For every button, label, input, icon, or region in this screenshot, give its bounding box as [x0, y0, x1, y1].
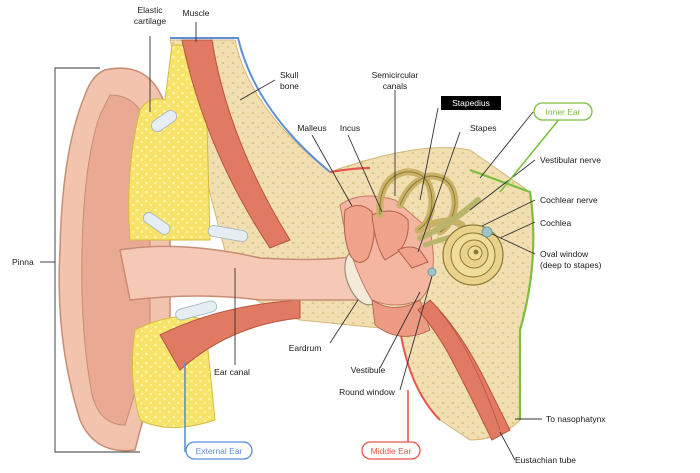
label-elastic-cartilage-2: cartilage	[134, 16, 166, 26]
eustachian-tube-shape	[417, 299, 511, 441]
label-elastic-cartilage-1: Elastic	[137, 5, 163, 15]
label-vestibule: Vestibule	[351, 365, 386, 375]
label-ear-canal: Ear canal	[214, 367, 250, 377]
label-to-nasopharynx: To nasophatynx	[546, 414, 606, 424]
muscle-band-upper	[181, 39, 291, 249]
malleus-shape	[343, 205, 375, 263]
label-semicircular-2: canals	[383, 81, 408, 91]
pinna-bracket	[54, 67, 140, 453]
external-ear-tag	[185, 441, 253, 460]
cochlea-spiral	[442, 224, 504, 286]
label-semicircular-1: Semicircular	[372, 70, 419, 80]
label-incus: Incus	[340, 123, 360, 133]
label-eardrum: Eardrum	[289, 343, 322, 353]
label-vestibular-nerve: Vestibular nerve	[540, 155, 601, 165]
stapes-shape	[397, 246, 429, 269]
label-skull-bone-1: Skull	[280, 70, 299, 80]
incus-shape	[371, 210, 409, 261]
label-stapedius: Stapedius	[452, 98, 490, 108]
label-malleus: Malleus	[297, 123, 326, 133]
inner-ear-tag	[533, 102, 593, 121]
label-muscle: Muscle	[183, 8, 210, 18]
label-skull-bone-2: bone	[280, 81, 299, 91]
leader-lines	[149, 22, 566, 461]
external-ear-outline	[170, 37, 331, 173]
oval-window-marker	[481, 226, 493, 238]
label-middle-ear: Middle Ear	[371, 446, 412, 456]
middle-ear-tag	[361, 441, 421, 460]
middle-ear-lower-tissue	[371, 299, 431, 337]
label-oval-window-2: (deep to stapes)	[540, 260, 602, 270]
label-cochlear-nerve: Cochlear nerve	[540, 195, 598, 205]
middle-ear-outline-lower	[399, 329, 441, 421]
label-inner-ear: Inner Ear	[546, 107, 581, 117]
muscle-band-lower	[159, 299, 301, 371]
label-oval-window-1: Oval window	[540, 249, 589, 259]
round-window-marker	[427, 267, 437, 277]
middle-ear-outline	[329, 166, 371, 174]
stapedius-label-bg	[441, 96, 501, 110]
label-eustachian-tube: Eustachian tube	[515, 455, 576, 465]
label-pinna: Pinna	[12, 257, 34, 267]
label-stapes: Stapes	[470, 123, 496, 133]
inner-ear-outline	[469, 168, 535, 420]
label-round-window: Round window	[339, 387, 396, 397]
vestibular-nerve	[417, 197, 481, 241]
label-cochlea: Cochlea	[540, 218, 571, 228]
label-external-ear: External Ear	[196, 446, 243, 456]
